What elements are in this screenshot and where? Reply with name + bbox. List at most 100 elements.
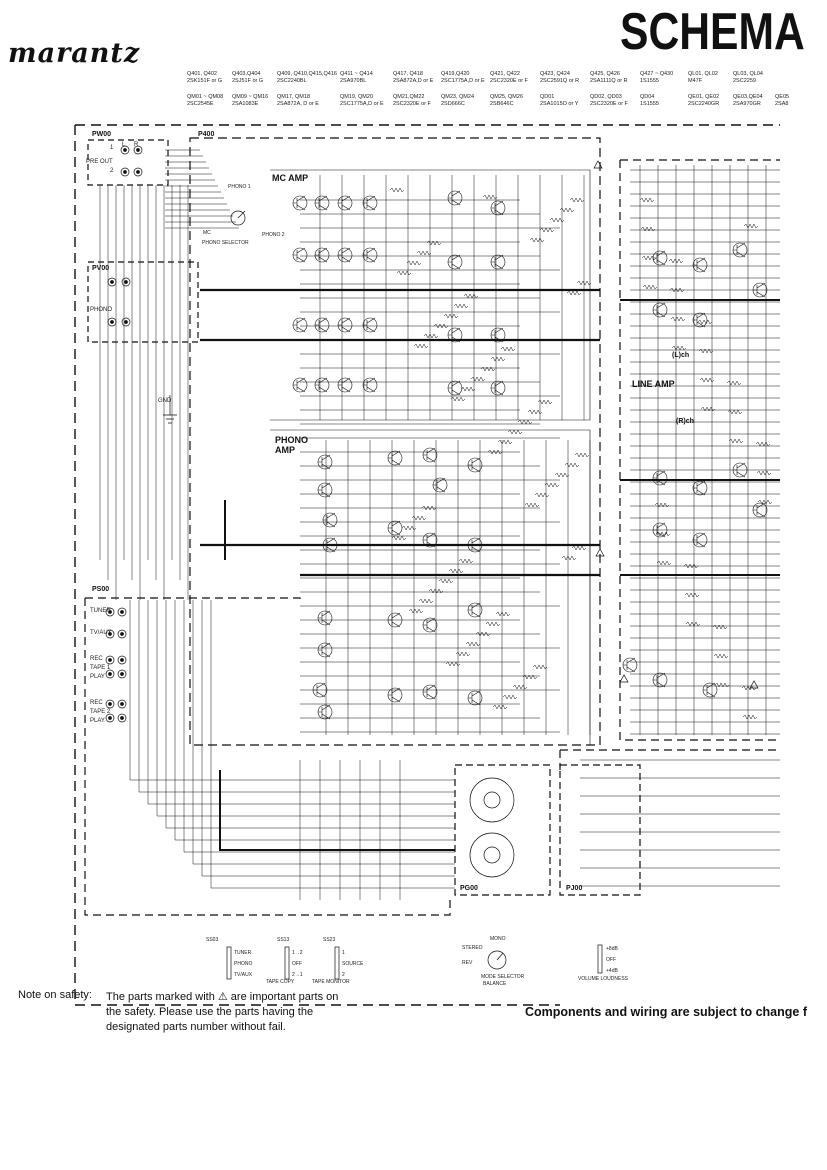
rca-jack (105, 655, 115, 665)
label-mc-amp: MC AMP (272, 173, 309, 183)
parts-header-row2b-0: 2SC2545E (187, 101, 214, 107)
rca-jack (117, 669, 127, 679)
transistor-symbol (467, 690, 483, 706)
resistor-symbol (512, 684, 528, 690)
ss03-item-1: PHONO (234, 961, 253, 967)
transistor-symbol (422, 532, 438, 548)
resistor-symbol (485, 621, 501, 627)
parts-header-row1-4: Q417, Q418 (393, 71, 423, 77)
label-rec-1: REC (90, 656, 103, 662)
resistor-symbol (549, 217, 565, 223)
resistor-symbol (490, 356, 506, 362)
label-tuner: TUNER (90, 608, 111, 614)
ss23-item-0: 1 (342, 950, 345, 956)
parts-header-row2b-8: 2SC2320E or F (590, 101, 628, 107)
transistor-symbol (422, 684, 438, 700)
resistor-symbol (683, 563, 699, 569)
rca-jack (133, 145, 143, 155)
transistor-symbol (322, 512, 338, 528)
resistor-symbol (507, 429, 523, 435)
resistor-symbol (492, 704, 508, 710)
board-pg00 (454, 764, 551, 896)
resistor-symbol (742, 714, 758, 720)
rca-jack (105, 607, 115, 617)
label-pj00: PJ00 (566, 885, 583, 892)
parts-header-row1-8: Q425, Q426 (590, 71, 620, 77)
transistor-symbol (752, 502, 768, 518)
transistor-symbol (692, 480, 708, 496)
loudness-switch-icon (597, 944, 603, 974)
resistor-symbol (569, 197, 585, 203)
loudness-item-0: +8dB (606, 946, 618, 952)
parts-header-row2-0: QM01 ~ QM08 (187, 94, 224, 100)
parts-header-row1b-8: 2SA1111Q or R (590, 78, 628, 84)
resistor-symbol (656, 560, 672, 566)
transistor-symbol (702, 682, 718, 698)
transistor-symbol (692, 257, 708, 273)
resistor-symbol (408, 608, 424, 614)
label-ps00: PS00 (92, 586, 110, 593)
wire (192, 600, 455, 865)
safety-triangle-icon (749, 680, 759, 689)
transistor-symbol (387, 612, 403, 628)
ss23-item-1: SOURCE (342, 961, 364, 967)
transistor-symbol (490, 200, 506, 216)
resistor-symbol (438, 578, 454, 584)
parts-header-row1-10: QL01, QL02 (688, 71, 718, 77)
resistor-symbol (423, 333, 439, 339)
parts-header-row1b-2: 2SC2240BL (277, 78, 307, 84)
safety-triangle-icon (619, 674, 629, 683)
resistor-symbol (406, 260, 422, 266)
label-mc: MC (203, 230, 211, 236)
label-mono: MONO (490, 936, 506, 942)
transistor-symbol (314, 317, 330, 333)
transistor-symbol (292, 247, 308, 263)
label-gnd: GND (158, 398, 172, 404)
resistor-symbol (727, 409, 743, 415)
resistor-symbol (684, 592, 700, 598)
board-power (559, 749, 780, 770)
rca-jack (121, 317, 131, 327)
ss23-item-2: 2 (342, 972, 345, 978)
transistor-symbol (752, 282, 768, 298)
transistor-symbol (447, 190, 463, 206)
transistor-symbol (387, 687, 403, 703)
transistor-symbol (467, 537, 483, 553)
label-phono-in: PHONO (90, 307, 113, 313)
transistor-symbol (622, 657, 638, 673)
label-rev: REV (462, 960, 473, 966)
resistor-symbol (411, 515, 427, 521)
rca-jack (117, 607, 127, 617)
ss03-switch-icon (226, 946, 232, 980)
label-tv-aux: TV/AUX (90, 630, 112, 636)
label-play-2: PLAY (90, 718, 105, 724)
ss13-item-1: OFF (292, 961, 302, 967)
parts-header-row2-8: QD02, QD03 (590, 94, 622, 100)
parts-header-row1-1: Q403,Q404 (232, 71, 261, 77)
board-pv00 (87, 261, 199, 343)
transistor-symbol (490, 254, 506, 270)
chassis-outline (74, 124, 780, 1006)
resistor-symbol (455, 651, 471, 657)
transistor-symbol (314, 247, 330, 263)
rca-jack (105, 629, 115, 639)
parts-header-row2-2: QM17, QM18 (277, 94, 311, 100)
parts-header-row1b-7: 2SC2591Q or R (540, 78, 580, 84)
wire (183, 600, 455, 853)
wire (147, 600, 455, 805)
transistor-symbol (692, 532, 708, 548)
parts-header-row2-3: QM19, QM20 (340, 94, 374, 100)
rca-jack (107, 317, 117, 327)
resistor-symbol (522, 674, 538, 680)
phono-selector-knob (230, 210, 246, 226)
transistor-symbol (337, 377, 353, 393)
parts-header-row2b-9: 1S1555 (640, 101, 659, 107)
resistor-symbol (401, 525, 417, 531)
parts-header-row2b-1: 2SA1083E (232, 101, 259, 107)
label-rec-2: REC (90, 700, 103, 706)
rca-jack (120, 145, 130, 155)
footer-notice: Components and wiring are subject to cha… (525, 1005, 807, 1019)
label-lch: (L)ch (672, 352, 690, 359)
resistor-symbol (698, 348, 714, 354)
